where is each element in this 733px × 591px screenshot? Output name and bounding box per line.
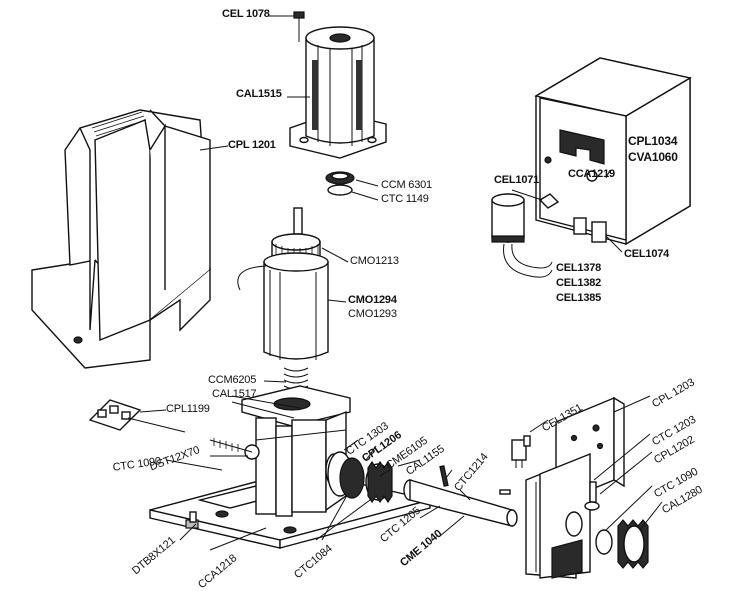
label-cel1071: CEL1071 [494,174,540,186]
label-cva1060: CVA1060 [628,150,678,164]
screw-dtb8x121 [179,511,199,541]
release-key-cpl1199 [88,399,186,433]
screw-cel1078 [269,11,305,42]
label-cal1517: CAL1517 [212,388,257,400]
label-ctc1149: CTC 1149 [381,193,429,205]
label-cal1515: CAL1515 [236,88,282,100]
label-cmo1213: CMO1213 [350,255,399,267]
label-cca1219: CCA1219 [568,168,615,180]
bracket-cpl1203 [525,395,663,579]
control-box-cpl1034 [534,57,692,253]
spring-ccm6205 [263,367,309,396]
label-cel1074: CEL1074 [624,248,670,260]
bearing-ccm6301 [325,171,379,201]
label-cpl1199: CPL1199 [166,403,210,415]
motor-housing-cal1515 [289,26,387,159]
label-cel1385: CEL1385 [556,292,602,304]
label-cpl1034: CPL1034 [628,134,678,148]
drive-shaft-assembly [327,439,518,537]
microswitch-cel1351 [511,419,549,468]
motor-cmo1213 [237,207,349,360]
label-cmo1294: CMO1294 [348,294,397,306]
cover-cpl1201 [31,109,229,369]
label-cel1378: CEL1378 [556,262,602,274]
label-cpl1201: CPL 1201 [228,139,276,151]
label-ccm6301: CCM 6301 [381,179,432,191]
label-ccm6205: CCM6205 [208,374,257,386]
label-cel1382: CEL1382 [556,277,602,289]
label-cel1078: CEL 1078 [222,8,270,20]
label-cmo1293: CMO1293 [348,308,397,320]
capacitor-cel1378 [491,189,560,278]
